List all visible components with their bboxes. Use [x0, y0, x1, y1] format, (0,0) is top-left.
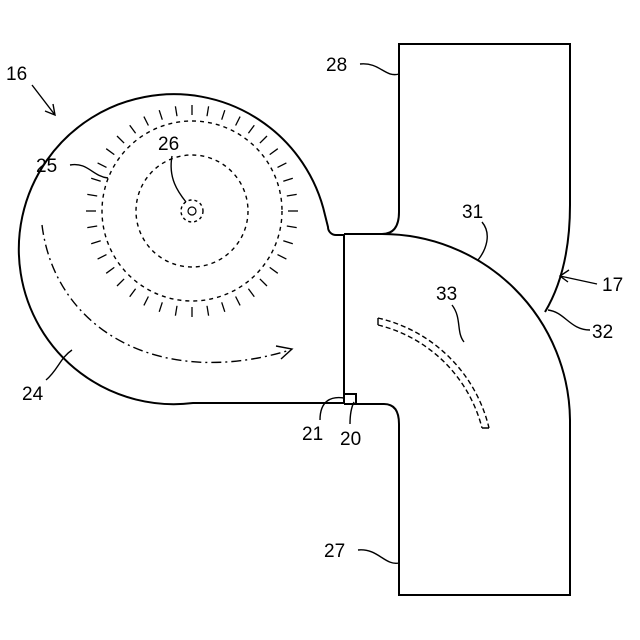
shaft-center: [188, 207, 196, 215]
impeller-blade: [91, 178, 101, 181]
impeller-inner-circle: [136, 155, 248, 267]
impeller-blade: [117, 136, 124, 143]
scroll-housing: [19, 94, 344, 404]
impeller-blade: [222, 110, 225, 120]
impeller-blade: [248, 125, 254, 133]
shaft-outer: [181, 200, 203, 222]
impeller-blade: [248, 289, 254, 297]
airflow-arrowhead: [276, 346, 292, 359]
impeller-blade: [207, 106, 209, 116]
label-24: 24: [22, 384, 44, 405]
impeller-blade: [236, 297, 241, 306]
impeller-blade: [260, 136, 267, 143]
upper-duct: [344, 44, 570, 312]
impeller-blade: [270, 149, 278, 155]
impeller-blade: [270, 267, 278, 273]
impeller-blade: [260, 279, 267, 286]
elbow-bend: [344, 234, 570, 440]
leader-28: [360, 64, 399, 75]
impeller-blade: [278, 255, 287, 260]
impeller-blade: [207, 306, 209, 316]
label-32: 32: [592, 322, 613, 343]
label-16: 16: [6, 64, 27, 85]
label-33: 33: [436, 284, 457, 305]
impeller-blade: [222, 302, 225, 312]
label-20: 20: [340, 429, 361, 450]
impeller-blade: [144, 117, 149, 126]
leader-32: [548, 310, 590, 330]
impeller-blades: [86, 105, 298, 317]
leader-20: [350, 402, 354, 424]
label-21: 21: [302, 424, 323, 445]
impeller-blade: [287, 226, 297, 228]
impeller-blade: [117, 279, 124, 286]
impeller-blade: [130, 125, 136, 133]
impeller-blade: [98, 255, 107, 260]
impeller-blade: [91, 241, 101, 244]
leader-21: [320, 398, 344, 420]
leader-31: [478, 222, 487, 260]
impeller-outer-circle: [102, 121, 282, 301]
impeller-blade: [236, 117, 241, 126]
label-31: 31: [462, 202, 483, 223]
impeller-blade: [130, 289, 136, 297]
guide-vane-ends: [378, 318, 489, 428]
leader-26: [171, 156, 186, 202]
impeller-blade: [87, 226, 97, 228]
leader-25: [70, 165, 108, 178]
label-27: 27: [324, 541, 345, 562]
guide-vane-outer: [378, 318, 489, 428]
impeller-blade: [87, 194, 97, 196]
label-17: 17: [602, 275, 623, 296]
impeller-blade: [144, 297, 149, 306]
impeller-blade: [106, 149, 114, 155]
impeller-blade: [278, 163, 287, 168]
lower-duct: [356, 404, 570, 595]
label-25: 25: [36, 156, 57, 177]
label-28: 28: [326, 55, 347, 76]
impeller-blade: [159, 110, 162, 120]
impeller-blade: [106, 267, 114, 273]
label-26: 26: [158, 134, 179, 155]
leader-33: [452, 305, 464, 342]
impeller-blade: [98, 163, 107, 168]
impeller-blade: [283, 178, 293, 181]
impeller-blade: [283, 241, 293, 244]
impeller-blade: [175, 106, 177, 116]
impeller-blade: [287, 194, 297, 196]
impeller-blade: [175, 306, 177, 316]
leader-27: [358, 550, 399, 563]
impeller-blade: [159, 302, 162, 312]
leader-16: [32, 85, 55, 115]
